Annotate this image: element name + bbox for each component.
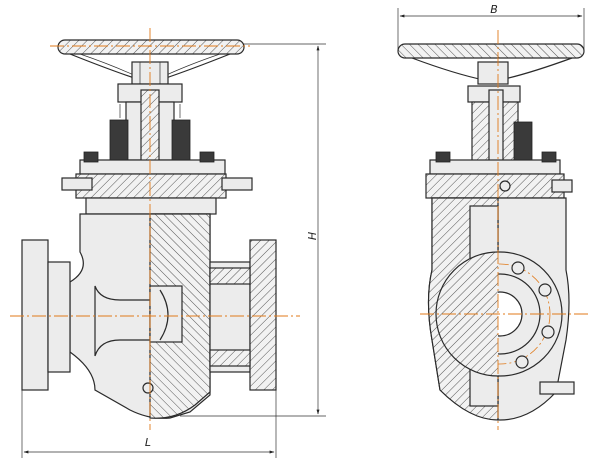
dimension-B: B <box>397 3 585 52</box>
right-handwheel <box>397 43 585 85</box>
right-end-flange <box>209 239 277 391</box>
front-section-view <box>10 28 300 430</box>
left-valve-body <box>69 213 211 419</box>
left-handwheel <box>57 39 245 85</box>
side-section-view <box>397 30 590 430</box>
drain-fitting <box>539 381 575 395</box>
dimension-L: L <box>21 390 277 458</box>
length-label: L <box>145 436 151 449</box>
width-label: B <box>490 3 498 16</box>
right-flange-face <box>435 251 563 377</box>
left-bonnet-flange <box>61 151 253 215</box>
left-end-flange <box>21 239 71 391</box>
dimension-H: H <box>180 43 326 417</box>
height-label: H <box>306 232 319 240</box>
